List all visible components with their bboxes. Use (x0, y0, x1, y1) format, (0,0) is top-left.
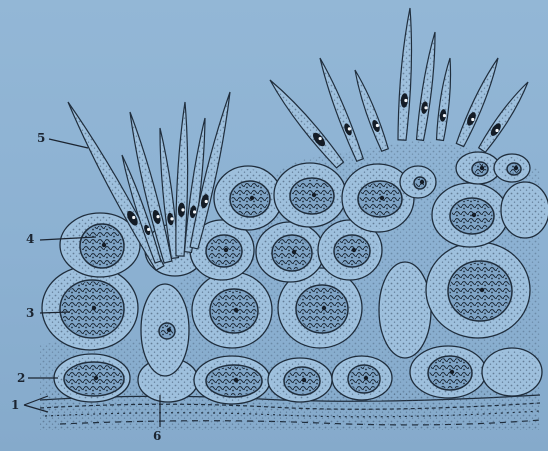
epithelial-cell (501, 182, 548, 238)
epithelial-cell (256, 222, 324, 282)
squamous-spindle-cell (398, 8, 411, 140)
label-leader-line (49, 139, 88, 148)
epithelial-cell (54, 354, 130, 402)
label-2: 2 (17, 371, 25, 385)
epithelial-cell (214, 166, 282, 230)
epithelial-cell (426, 242, 530, 338)
epithelial-cell (432, 183, 508, 247)
epithelial-cell (274, 163, 346, 227)
squamous-spindle-cell (417, 32, 435, 140)
squamous-spindle-cell (437, 58, 451, 140)
label-3: 3 (26, 306, 34, 320)
epithelial-cell (332, 356, 392, 400)
epithelial-cell (410, 346, 486, 398)
epithelial-cell (192, 272, 272, 348)
epithelial-cell (141, 284, 189, 376)
label-6: 6 (153, 429, 161, 443)
epithelial-cell (42, 266, 138, 350)
label-4: 4 (26, 232, 34, 246)
epithelial-cell (494, 154, 530, 182)
label-5: 5 (37, 131, 45, 145)
epithelial-cell (379, 262, 431, 358)
epithelial-cell (194, 356, 270, 404)
squamous-spindle-cell (355, 70, 388, 151)
label-1: 1 (11, 398, 19, 412)
epithelial-cell (482, 348, 542, 396)
epithelial-cell (268, 358, 332, 402)
epithelial-cell (400, 166, 436, 198)
